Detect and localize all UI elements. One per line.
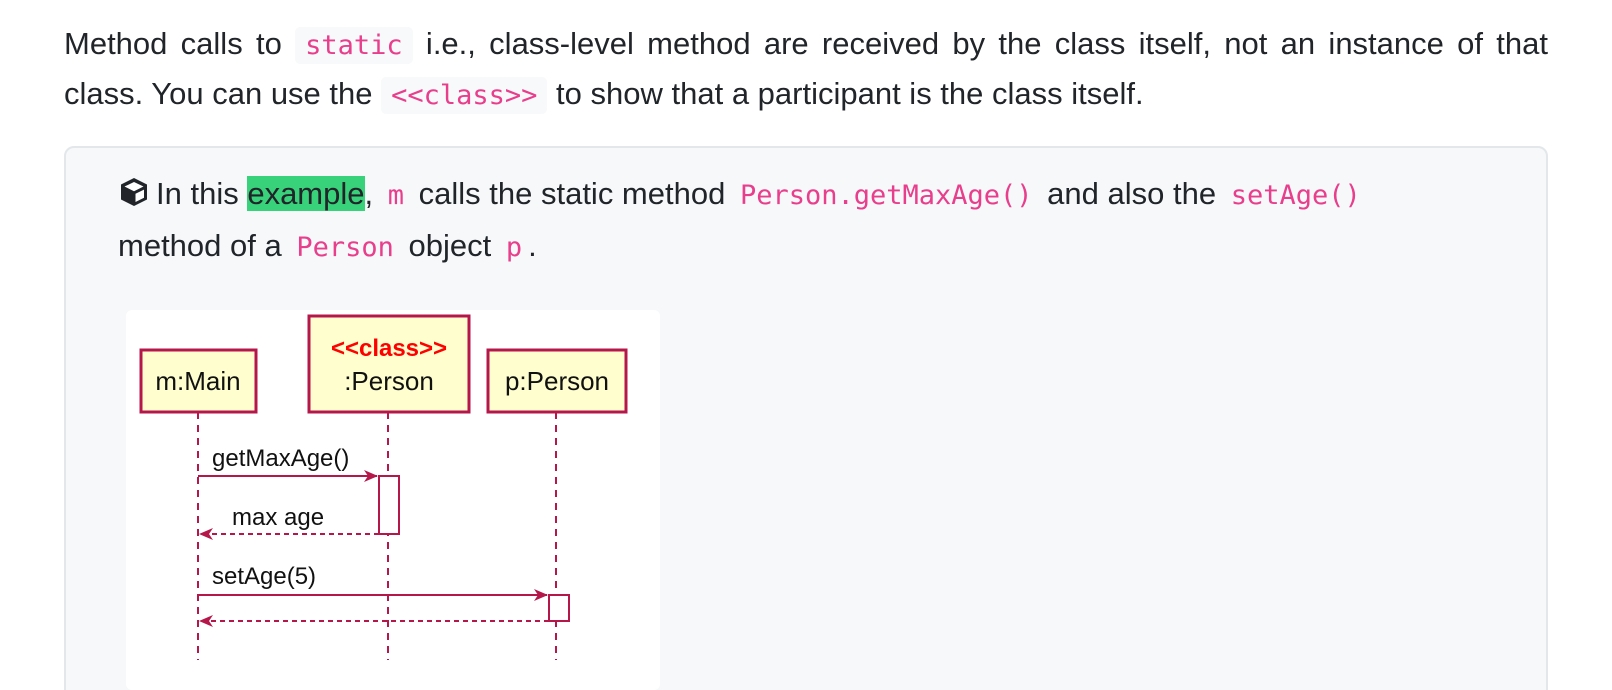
example-text-3: calls the static method [410, 176, 734, 211]
code-static: static [295, 27, 413, 64]
highlighted-word: example [247, 176, 365, 211]
code-p: p [505, 232, 523, 263]
participant-class-label: :Person [344, 366, 434, 396]
intro-text-3: to show that a participant is the class … [547, 76, 1144, 111]
example-text-5: method of a [118, 228, 291, 263]
participant-p-person: p:Person [486, 348, 628, 414]
intro-text-1: Method calls to [64, 26, 296, 61]
code-getmaxage: Person.getMaxAge() [739, 180, 1033, 211]
sequence-diagram: m:Main <<class>> :Person p:Person getMax… [126, 310, 660, 690]
example-text-7: . [528, 228, 537, 263]
example-text-4: and also the [1038, 176, 1225, 211]
example-text-1: In this [156, 176, 248, 211]
code-setage: setAge() [1230, 180, 1361, 211]
code-class-stereotype: <<class>> [381, 77, 548, 114]
code-person: Person [296, 232, 394, 263]
example-box: In this example, m calls the static meth… [64, 146, 1548, 690]
participant-class-person: <<class>> :Person [307, 314, 471, 414]
participant-stereotype: <<class>> [331, 335, 447, 362]
participant-main-label: m:Main [155, 366, 240, 396]
activation-p-person [548, 594, 570, 622]
code-m: m [387, 180, 405, 211]
activation-class-person [378, 475, 400, 535]
example-text-6: object [399, 228, 500, 263]
intro-text-2: i.e., class-level method are received by… [64, 26, 1549, 111]
cube-icon [118, 174, 150, 222]
message-getmaxage-label: getMaxAge() [212, 445, 349, 472]
message-setage-label: setAge(5) [212, 563, 316, 590]
participant-instance-label: p:Person [505, 366, 609, 396]
intro-paragraph: Method calls to static i.e., class-level… [64, 20, 1548, 120]
example-text-2: , [364, 176, 382, 211]
example-text: In this example, m calls the static meth… [118, 170, 1498, 272]
participant-main: m:Main [139, 348, 258, 414]
message-maxage-label: max age [232, 504, 324, 531]
